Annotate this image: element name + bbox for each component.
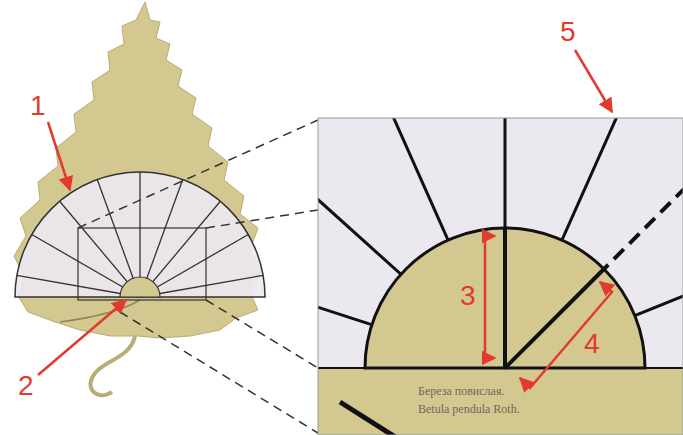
callout-number: 2 (18, 372, 34, 400)
leaf-vein (60, 300, 140, 322)
background-text: Береза повислая. (418, 385, 504, 397)
callout-number: 4 (584, 330, 600, 358)
leaf-stem (91, 336, 135, 395)
background-text: Betula pendula Roth. (418, 403, 520, 415)
angle-ray (504, 118, 507, 368)
callout-number: 3 (460, 282, 476, 310)
callout-number: 5 (560, 18, 576, 46)
zoom-lines (78, 120, 318, 433)
angle-rays (17, 172, 263, 297)
small-semicircle (120, 277, 160, 297)
zoom-frame (78, 228, 206, 300)
zoom-panel (318, 118, 683, 435)
callout-number: 1 (30, 92, 46, 120)
protractor-semicircle (15, 172, 265, 297)
callout-arrows (38, 50, 612, 388)
